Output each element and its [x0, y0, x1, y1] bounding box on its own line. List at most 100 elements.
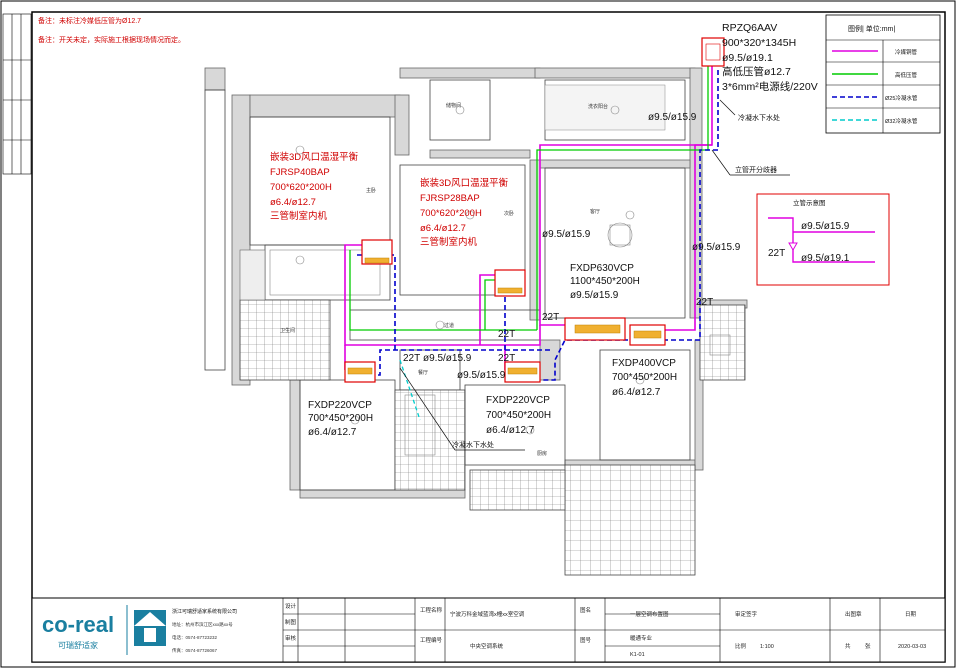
legend: 图例| 单位:mm| 冷媒铜管 高低压管 Ø25冷凝水管 Ø32冷凝水管	[825, 14, 941, 134]
company-fax: 传真：0574-87726067	[172, 647, 218, 654]
svg-text:FXDP400VCP: FXDP400VCP	[612, 358, 676, 369]
unit-label-1: 嵌装3D风口温湿平衡 FJRSP40BAP 700*620*200H ø6.4/…	[270, 151, 359, 222]
svg-text:ø9.5/ø19.1: ø9.5/ø19.1	[722, 52, 773, 64]
outdoor-unit-label: RPZQ6AAV 900*320*1345H ø9.5/ø19.1 高低压管ø1…	[722, 22, 818, 93]
callout-drain-bottom: 冷凝水下水处	[452, 440, 494, 449]
svg-text:3*6mm²电源线/220V: 3*6mm²电源线/220V	[722, 80, 818, 93]
tb-drawing-name: 一层空调布置图	[630, 610, 669, 618]
svg-text:嵌装3D风口温湿平衡: 嵌装3D风口温湿平衡	[270, 151, 359, 163]
tb-project-no-label: 工程编号	[420, 636, 443, 644]
unit-living	[564, 317, 626, 341]
room-laundry: 洗衣阳台	[588, 103, 608, 110]
unit-label-5: FXDP220VCP 700*450*200H ø6.4/ø12.7	[308, 400, 373, 438]
tb-sheet-no: K1-01	[630, 652, 645, 658]
svg-text:900*320*1345H: 900*320*1345H	[722, 37, 796, 49]
tb-scale: 1:100	[760, 644, 774, 650]
svg-text:700*620*200H: 700*620*200H	[420, 208, 482, 219]
svg-text:700*450*200H: 700*450*200H	[486, 410, 551, 421]
svg-text:FXDP220VCP: FXDP220VCP	[486, 395, 550, 406]
svg-text:700*620*200H: 700*620*200H	[270, 182, 332, 193]
svg-text:ø6.4/ø12.7: ø6.4/ø12.7	[270, 197, 316, 208]
pipe-label-hall: ø9.5/ø15.9	[423, 353, 472, 364]
tee-label-5: 22T	[498, 353, 515, 364]
svg-text:FJRSP40BAP: FJRSP40BAP	[270, 167, 330, 178]
legend-item-4: Ø32冷凝水管	[885, 117, 918, 125]
tb-plan-name: 中央空调系统	[470, 642, 504, 650]
tb-drawing-label: 图名	[580, 606, 591, 614]
tb-scale-label: 比例	[735, 642, 747, 650]
riser-tee: 22T	[768, 248, 785, 259]
room-kitchen: 厨房	[537, 450, 547, 457]
tb-check: 审核	[285, 634, 297, 642]
svg-text:三管制室内机: 三管制室内机	[420, 236, 478, 248]
room-corridor: 过道	[444, 322, 454, 329]
pipe-label-low: ø9.5/ø15.9	[457, 370, 506, 381]
legend-item-1: 冷媒铜管	[895, 48, 918, 56]
tb-total: 共	[845, 642, 851, 650]
tb-approve: 审定签字	[735, 610, 758, 618]
svg-text:ø6.4/ø12.7: ø6.4/ø12.7	[486, 425, 535, 436]
tb-project: 宁波万科金域蓝湾x幢xx室空调	[450, 610, 525, 618]
unit-label-4: FXDP400VCP 700*450*200H ø6.4/ø12.7	[612, 358, 677, 398]
unit-dining-mid	[504, 361, 541, 383]
legend-item-2: 高低压管	[895, 71, 918, 79]
unit-label-3: FXDP630VCP 1100*450*200H ø9.5/ø15.9	[570, 263, 640, 301]
indoor-units	[344, 239, 666, 383]
riser-title: 立管示意图	[793, 198, 826, 207]
floor-plan: 储物间 洗衣阳台 主卧 次卧 客厅 过道 卫生间 厨房 餐厅	[204, 67, 748, 576]
legend-title: 图例| 单位:mm|	[848, 24, 895, 33]
tee-label-1: 22T	[696, 297, 713, 308]
svg-text:700*450*200H: 700*450*200H	[612, 372, 677, 383]
svg-text:FJRSP28BAP: FJRSP28BAP	[420, 193, 480, 204]
svg-text:ø6.4/ø12.7: ø6.4/ø12.7	[420, 223, 466, 234]
callout-branch: 立管开分歧器	[735, 165, 777, 174]
tee-label-2: 22T	[542, 312, 559, 323]
company-name: 浙江可瑞舒适家系统有限公司	[172, 608, 237, 615]
company-address: 地址：杭州市滨江区xxx路xx号	[172, 621, 233, 628]
tee-label-4: 22T	[403, 353, 420, 364]
tb-project-label: 工程名称	[420, 606, 443, 614]
svg-text:700*450*200H: 700*450*200H	[308, 413, 373, 424]
room-bath: 卫生间	[280, 327, 295, 334]
svg-text:ø9.5/ø15.9: ø9.5/ø15.9	[570, 290, 619, 301]
tb-draw: 制图	[285, 618, 297, 626]
tb-date-label: 日期	[905, 611, 917, 618]
tb-date: 2020-03-03	[898, 644, 926, 650]
company-logo: co-real	[42, 612, 114, 637]
callout-drain-top: 冷凝水下水处	[738, 113, 780, 122]
note-2: 备注：开关未定，实际施工根据现场情况而定。	[38, 35, 185, 44]
riser-diagram: 立管示意图 ø9.5/ø15.9 22T ø9.5/ø19.1	[756, 193, 890, 286]
room-dining: 餐厅	[418, 369, 428, 376]
tb-discipline: 暖通专业	[630, 634, 653, 642]
unit-bed2	[494, 269, 526, 297]
outdoor-unit-box	[701, 37, 725, 67]
svg-text:嵌装3D风口温湿平衡: 嵌装3D风口温湿平衡	[420, 177, 509, 189]
left-strip	[2, 13, 32, 175]
room-bed2: 次卧	[504, 210, 514, 217]
riser-top: ø9.5/ø15.9	[801, 221, 850, 232]
tee-label-3: 22T	[498, 329, 515, 340]
svg-text:ø6.4/ø12.7: ø6.4/ø12.7	[308, 427, 357, 438]
tb-stamp: 出图章	[845, 610, 862, 618]
company-tel: 电话：0574-87723232	[172, 634, 218, 641]
unit-right	[629, 324, 666, 346]
svg-text:RPZQ6AAV: RPZQ6AAV	[722, 22, 777, 34]
tb-sheet-label: 图号	[580, 636, 592, 644]
title-block: co-real 可瑞舒适家 浙江可瑞舒适家系统有限公司 地址：杭州市滨江区xxx…	[31, 597, 946, 663]
svg-text:高低压管ø12.7: 高低压管ø12.7	[722, 65, 791, 78]
room-bed1: 主卧	[366, 187, 376, 194]
tb-sheets: 张	[865, 642, 871, 650]
room-living: 客厅	[590, 208, 600, 215]
tb-design: 设计	[285, 602, 297, 610]
company-logo-sub: 可瑞舒适家	[58, 640, 98, 650]
svg-text:FXDP220VCP: FXDP220VCP	[308, 400, 372, 411]
unit-label-6: FXDP220VCP 700*450*200H ø6.4/ø12.7	[486, 395, 551, 436]
svg-text:ø6.4/ø12.7: ø6.4/ø12.7	[612, 387, 661, 398]
room-storage: 储物间	[446, 102, 461, 109]
pipe-label-top: ø9.5/ø15.9	[648, 112, 697, 123]
unit-dining-left	[344, 361, 376, 383]
riser-bottom: ø9.5/ø19.1	[801, 253, 850, 264]
svg-text:FXDP630VCP: FXDP630VCP	[570, 263, 634, 274]
